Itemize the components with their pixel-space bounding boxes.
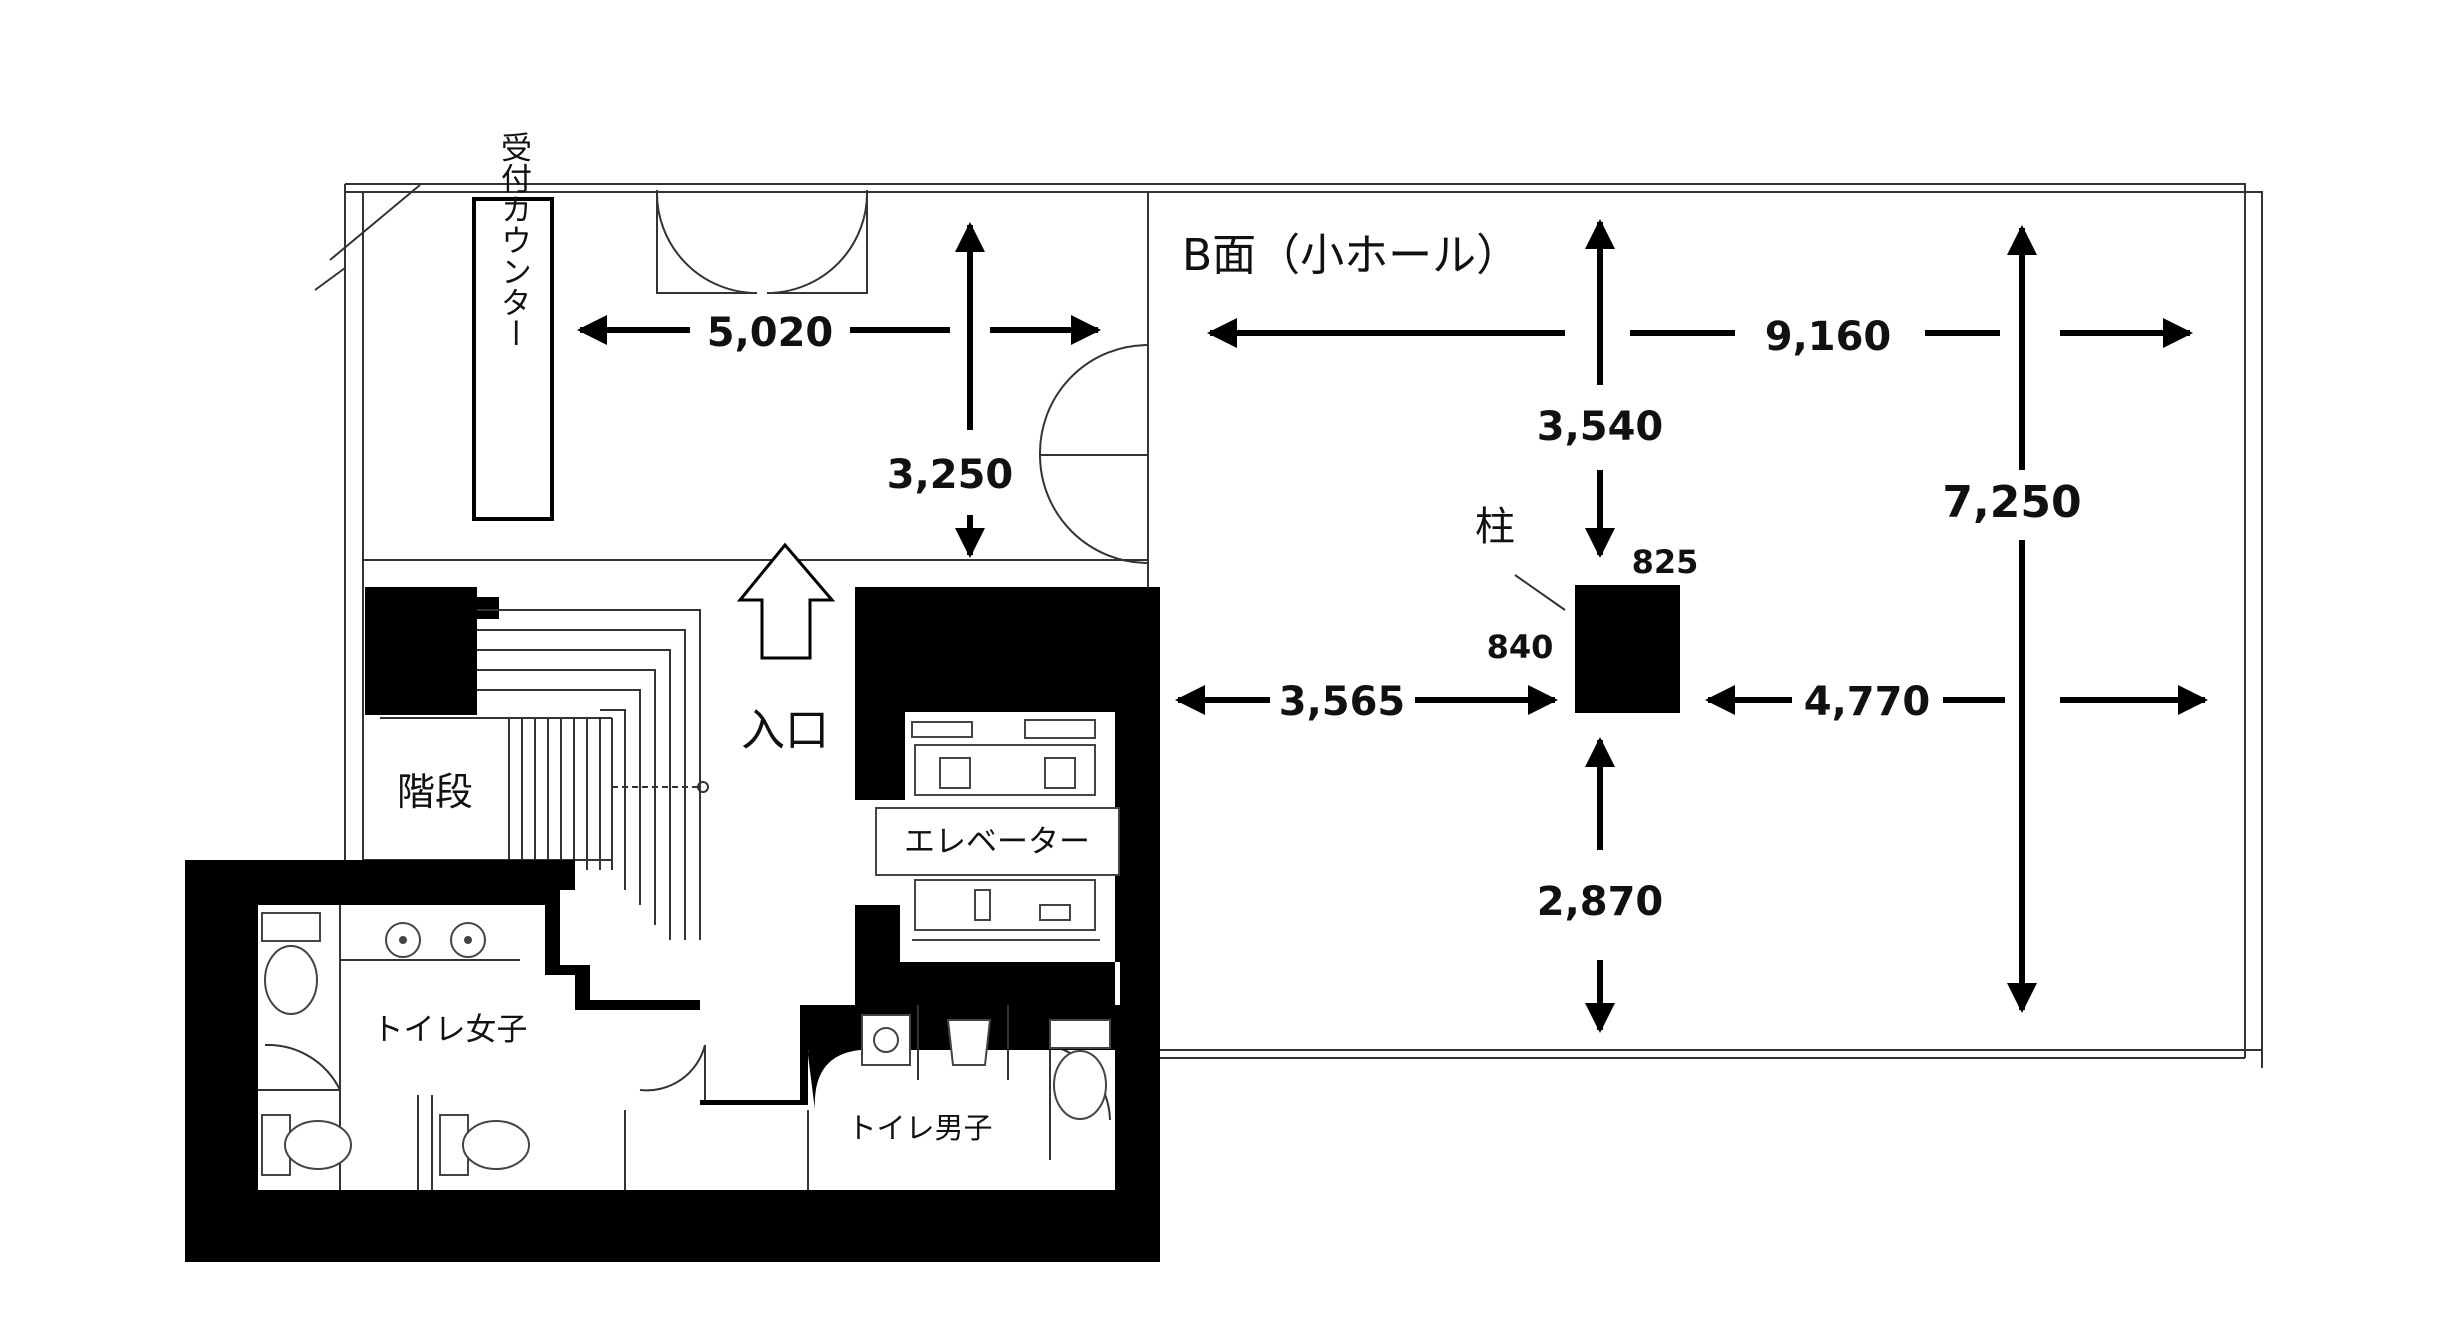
dim-pillar-to-left: 3,565 <box>1279 679 1406 725</box>
dim-pillar-depth: 840 <box>1487 628 1554 666</box>
dim-pillar-to-right: 4,770 <box>1804 679 1931 725</box>
restrooms: トイレ女子 トイレ男子 <box>185 860 1160 1262</box>
elevator-label: エレベーター <box>904 824 1090 860</box>
stairs-label: 階段 <box>397 770 473 814</box>
dim-hall-width: 9,160 <box>1765 314 1892 360</box>
restroom-men-label: トイレ男子 <box>847 1111 992 1145</box>
elevator-core: エレベーター <box>855 587 1160 1005</box>
entrance-arrow: 入口 <box>736 542 836 756</box>
dim-lobby-depth: 3,250 <box>887 452 1014 498</box>
entrance-label: 入口 <box>741 705 829 756</box>
dim-pillar-to-bottom: 2,870 <box>1537 879 1664 925</box>
reception-label: 受付カウンター <box>495 132 531 349</box>
reception-counter: 受付カウンター <box>472 132 554 521</box>
building-outline <box>314 183 2263 1068</box>
pillar-block <box>1575 585 1680 713</box>
dim-pillar-width: 825 <box>1632 543 1699 581</box>
restroom-women-label: トイレ女子 <box>373 1012 528 1048</box>
dim-hall-depth: 7,250 <box>1942 477 2081 528</box>
pillar: 柱 825 840 <box>1475 504 1698 713</box>
elevator-machinery <box>911 719 1100 941</box>
dim-pillar-to-top: 3,540 <box>1537 404 1664 450</box>
pillar-label: 柱 <box>1475 504 1515 550</box>
hall-label: B面（小ホール） <box>1182 230 1520 281</box>
dimension-labels: 5,020 3,250 9,160 7,250 3,540 3,565 4,77… <box>707 310 2082 925</box>
dimension-arrows <box>577 219 2208 1033</box>
dim-lobby-width: 5,020 <box>707 310 834 356</box>
